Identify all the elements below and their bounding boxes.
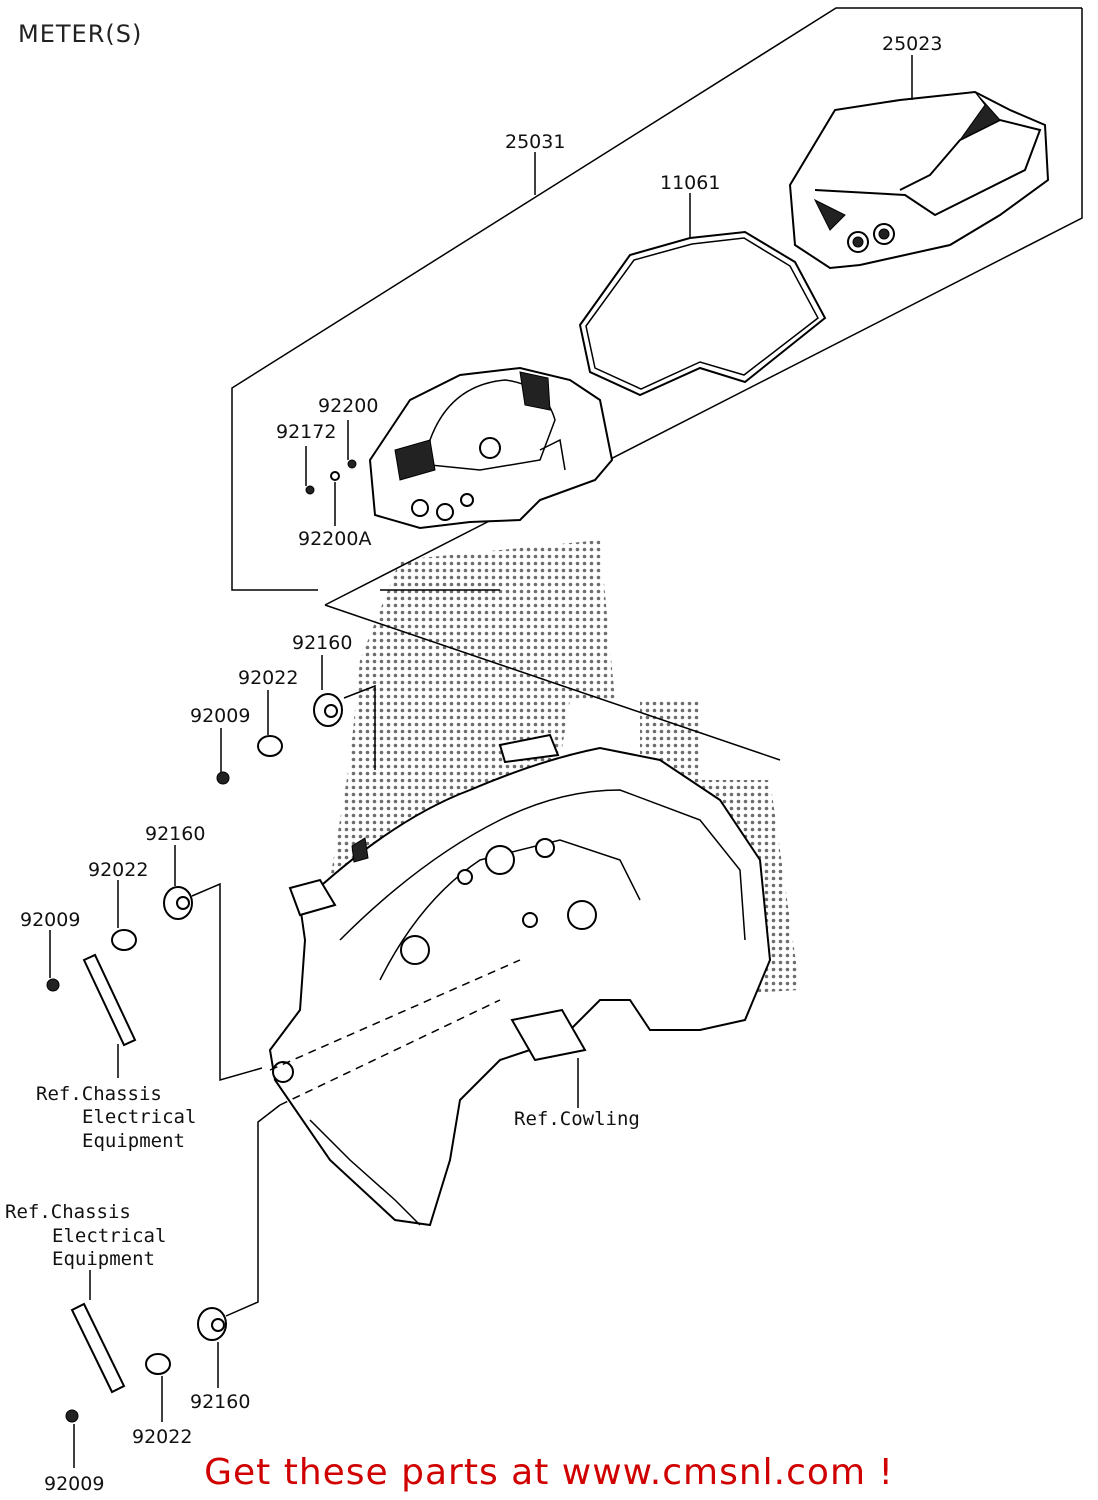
part-number-labels: 25023 25031 11061 92200 92172 92200A 921… xyxy=(20,33,942,1495)
leader-lines xyxy=(534,55,913,238)
label-92160-upper: 92160 xyxy=(292,632,352,654)
label-25031: 25031 xyxy=(505,131,565,153)
label-11061: 11061 xyxy=(660,172,720,194)
ref-chassis-2-line1: Ref.Chassis xyxy=(5,1201,131,1223)
label-92022-middle: 92022 xyxy=(88,859,148,881)
ref-chassis-2-line2: Electrical xyxy=(52,1225,166,1247)
label-92009-upper: 92009 xyxy=(190,705,250,727)
ref-chassis-2-line3: Equipment xyxy=(52,1248,155,1270)
reference-labels: Ref.Chassis Electrical Equipment Ref.Cow… xyxy=(5,1083,640,1270)
label-92009-middle: 92009 xyxy=(20,909,80,931)
footer-banner[interactable]: Get these parts at www.cmsnl.com ! xyxy=(204,1452,894,1493)
label-92160-middle: 92160 xyxy=(145,823,205,845)
ref-chassis-1-line3: Equipment xyxy=(82,1130,185,1152)
label-92200A: 92200A xyxy=(298,528,371,550)
gasket-part xyxy=(578,230,827,397)
label-92009-lower: 92009 xyxy=(44,1473,104,1495)
middle-grommet-set xyxy=(46,845,263,1081)
label-25023: 25023 xyxy=(882,33,942,55)
meter-body-part xyxy=(368,366,614,530)
lower-grommet-set xyxy=(65,1104,281,1468)
meter-fasteners xyxy=(305,420,357,526)
label-92172: 92172 xyxy=(276,421,336,443)
ref-chassis-1-line2: Electrical xyxy=(82,1106,196,1128)
label-92022-upper: 92022 xyxy=(238,667,298,689)
ref-chassis-1-line1: Ref.Chassis xyxy=(36,1083,162,1105)
diagram-title: METER(S) xyxy=(18,20,143,48)
label-92200: 92200 xyxy=(318,395,378,417)
meter-cover-part xyxy=(788,90,1050,270)
upper-grommet-set xyxy=(216,655,376,785)
meter-bracket-part xyxy=(268,733,772,1227)
label-92160-lower: 92160 xyxy=(190,1391,250,1413)
ref-cowling: Ref.Cowling xyxy=(514,1108,640,1130)
label-92022-lower: 92022 xyxy=(132,1426,192,1448)
